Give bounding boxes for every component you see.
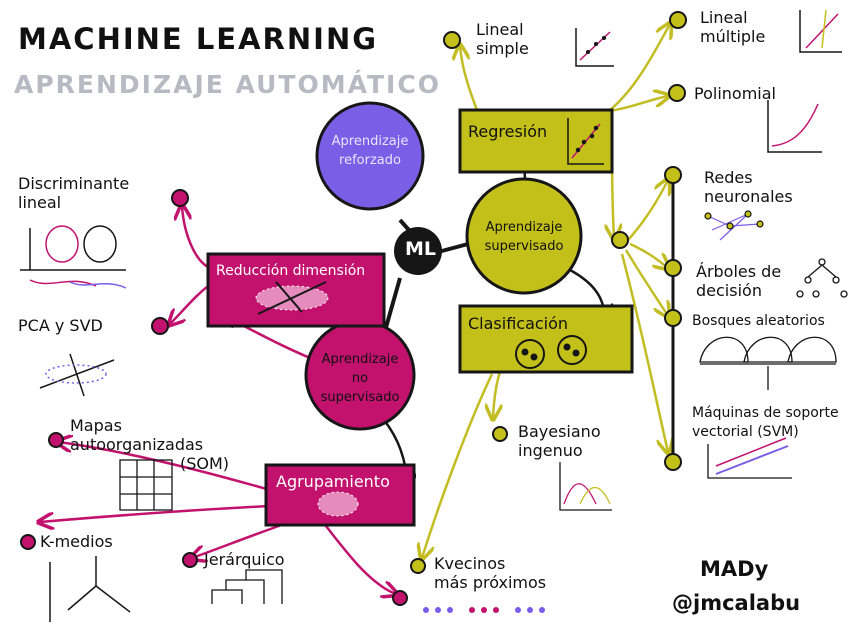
discriminant-plot-icon xyxy=(20,225,127,289)
redes-line-2: neuronales xyxy=(704,187,793,206)
neural-network-icon xyxy=(704,210,764,241)
knn-line-1: Kvecinos xyxy=(434,554,506,573)
leaf-svm: Máquinas de soporte vectorial (SVM) xyxy=(692,404,839,442)
author-name: MADy xyxy=(700,557,769,581)
no-supervisado-line-1: Aprendizaje xyxy=(321,352,399,367)
no-supervisado-line-3: supervisado xyxy=(320,390,400,405)
arboles-line-2: decisión xyxy=(696,281,762,300)
lineal-simple-line-2: simple xyxy=(476,39,529,58)
dendrogram-icon xyxy=(211,569,283,604)
leaf-pca: PCA y SVD xyxy=(18,316,103,335)
pca-scatter-icon xyxy=(39,353,115,397)
som-grid-icon xyxy=(119,459,173,511)
reforzado-line-1: Aprendizaje xyxy=(331,134,409,149)
leaf-lineal-simple: Lineal simple xyxy=(476,20,529,58)
lineal-multiple-line-2: múltiple xyxy=(700,27,766,46)
reforzado-label: Aprendizaje reforzado xyxy=(320,132,420,170)
classification-circles-icon xyxy=(515,335,587,369)
leaf-redes: Redes neuronales xyxy=(704,168,793,206)
knn-line-2: más próximos xyxy=(434,573,547,592)
box-clasificacion xyxy=(458,304,634,374)
svm-line-2: vectorial (SVM) xyxy=(692,424,799,440)
leaf-bosques: Bosques aleatorios xyxy=(692,313,825,329)
page-title: MACHINE LEARNING xyxy=(18,22,379,56)
no-supervisado-line-2: no xyxy=(351,371,369,386)
knn-dots-icon xyxy=(423,607,545,613)
svm-plot-icon xyxy=(707,437,792,479)
leaf-polinomial: Polinomial xyxy=(694,84,776,103)
kmeans-plot-icon xyxy=(49,556,131,622)
discriminante-line-2: lineal xyxy=(18,193,62,212)
regression-plot-icon xyxy=(567,118,604,165)
svm-line-1: Máquinas de soporte xyxy=(692,405,839,421)
leaf-arboles: Árboles de decisión xyxy=(696,262,781,300)
center-label: ML xyxy=(405,238,437,260)
multiple-regression-icon xyxy=(799,9,842,53)
bayes-line-1: Bayesiano xyxy=(518,422,601,441)
supervisado-line-1: Aprendizaje xyxy=(485,220,563,235)
arboles-line-1: Árboles de xyxy=(696,262,782,281)
page-subtitle: APRENDIZAJE AUTOMÁTICO xyxy=(14,70,441,99)
author-handle: @jmcalabu xyxy=(672,591,801,615)
magenta-leaf-dots xyxy=(20,189,408,606)
leaf-lineal-multiple: Lineal múltiple xyxy=(700,8,765,46)
agrupamiento-label: Agrupamiento xyxy=(276,472,390,491)
leaf-discriminante: Discriminante lineal xyxy=(18,174,129,212)
node-ml xyxy=(394,227,442,275)
cluster-dots-icon xyxy=(317,491,359,517)
supervisado-label: Aprendizaje supervisado xyxy=(474,218,574,256)
reforzado-line-2: reforzado xyxy=(339,153,401,168)
som-line-1: Mapas xyxy=(70,416,122,435)
node-supervisado xyxy=(465,177,583,295)
leaf-knn: Kvecinos más próximos xyxy=(434,554,546,592)
olive-leaf-dots xyxy=(410,11,687,574)
scatter-plot-icon xyxy=(575,28,614,67)
no-supervisado-label: Aprendizaje no supervisado xyxy=(310,350,410,407)
bayes-plot-icon xyxy=(559,462,612,511)
leaf-jerarquico: Jerárquico xyxy=(204,550,285,569)
discriminante-line-1: Discriminante xyxy=(18,174,130,193)
dimension-cloud-icon xyxy=(255,281,329,315)
redes-line-1: Redes xyxy=(704,168,753,187)
olive-arrows xyxy=(422,24,670,558)
supervisado-line-2: supervisado xyxy=(484,239,564,254)
decision-tree-icon xyxy=(796,258,848,298)
leaf-som: Mapas autoorganizadas (SOM) xyxy=(70,416,229,473)
lineal-multiple-line-1: Lineal xyxy=(700,8,748,27)
clasificacion-label: Clasificación xyxy=(468,314,569,333)
som-line-3: (SOM) xyxy=(180,454,230,473)
polynomial-plot-icon xyxy=(767,100,822,153)
leaf-kmedios: K-medios xyxy=(40,532,113,551)
node-reforzado xyxy=(315,101,425,211)
random-forest-icon xyxy=(699,336,837,390)
reduccion-label: Reducción dimensión xyxy=(216,263,366,279)
regresion-label: Regresión xyxy=(468,122,548,141)
lineal-simple-line-1: Lineal xyxy=(476,20,524,39)
box-regresion xyxy=(458,108,614,174)
som-line-2: autoorganizadas xyxy=(70,435,204,454)
bayes-line-2: ingenuo xyxy=(518,441,583,460)
leaf-bayes: Bayesiano ingenuo xyxy=(518,422,601,460)
